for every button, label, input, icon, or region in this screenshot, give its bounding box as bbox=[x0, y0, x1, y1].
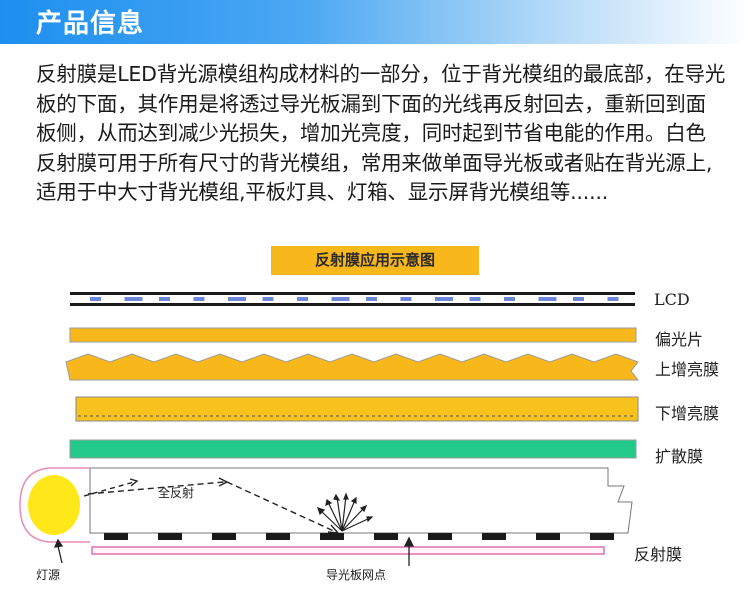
scatter-fan bbox=[317, 492, 374, 532]
label-total-reflection: 全反射 bbox=[158, 486, 195, 500]
light-source bbox=[19, 467, 90, 543]
header-bar: 产品信息 bbox=[0, 0, 750, 44]
lcd-pixel bbox=[297, 297, 308, 301]
lower-brightness-film bbox=[75, 396, 639, 422]
lcd-pixel bbox=[573, 297, 584, 301]
diffuser-layer bbox=[69, 439, 637, 459]
lcd-pixel bbox=[435, 297, 453, 301]
lcd-pixel bbox=[193, 297, 205, 301]
polarizer-layer bbox=[69, 327, 637, 343]
lcd-pixel bbox=[469, 297, 481, 301]
product-description: 反射膜是LED背光源模组构成材料的一部分，位于背光模组的最底部，在导光板的下面，… bbox=[36, 62, 726, 204]
lcd-pixel bbox=[262, 297, 274, 301]
lcd-pixel bbox=[607, 297, 619, 301]
label-upper-brightness-film: 上增亮膜 bbox=[655, 360, 720, 379]
lcd-pixel bbox=[504, 297, 515, 301]
label-light-source: 灯源 bbox=[36, 568, 61, 582]
lcd-pixel bbox=[538, 297, 557, 301]
light-rays bbox=[83, 477, 340, 534]
lcd-pixel bbox=[159, 297, 170, 301]
label-lower-brightness-film: 下增亮膜 bbox=[655, 404, 720, 423]
light-guide-dots bbox=[104, 533, 614, 540]
lcd-pixel bbox=[331, 297, 350, 301]
label-reflective-film: 反射膜 bbox=[634, 545, 683, 564]
upper-brightness-film bbox=[65, 353, 640, 381]
lcd-pixel bbox=[366, 297, 377, 301]
label-polarizer: 偏光片 bbox=[655, 330, 704, 349]
label-lcd: LCD bbox=[654, 290, 690, 309]
label-pointers bbox=[53, 536, 415, 566]
label-light-guide-dots: 导光板网点 bbox=[326, 568, 387, 582]
reflective-film-layer bbox=[91, 546, 605, 555]
label-diffuser: 扩散膜 bbox=[655, 447, 704, 466]
lcd-layer bbox=[70, 292, 635, 306]
lcd-dots bbox=[90, 297, 619, 301]
lcd-pixel bbox=[228, 297, 246, 301]
lcd-pixel bbox=[124, 297, 143, 301]
diagram-title: 反射膜应用示意图 bbox=[271, 246, 479, 275]
lcd-pixel bbox=[90, 297, 101, 301]
page-title: 产品信息 bbox=[36, 9, 145, 39]
lcd-pixel bbox=[400, 297, 412, 301]
